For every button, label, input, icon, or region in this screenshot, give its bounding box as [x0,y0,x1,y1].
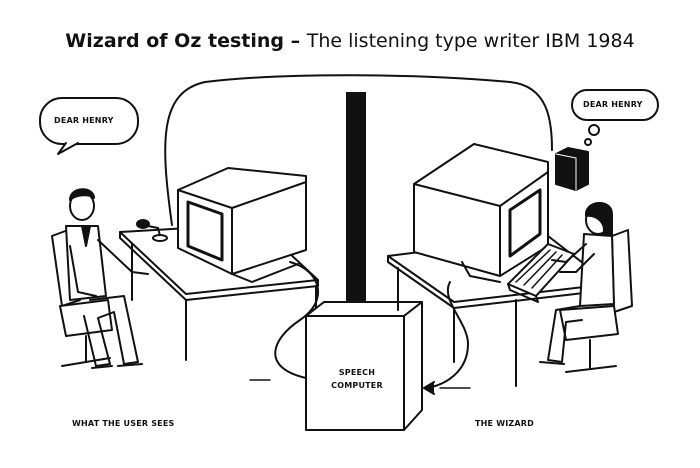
overhead-cable [164,74,553,226]
user-speech-bubble [39,97,139,155]
speaker-box [555,147,589,191]
diagram-title: Wizard of Oz testing – The listening typ… [0,30,700,52]
wizard-thought-text: DEAR HENRY [583,100,643,109]
wizard-chair [559,229,633,373]
wizard-thought-bubble [571,89,659,146]
cable-arrow-head [423,381,435,395]
wizard-side-caption: THE WIZARD [475,419,534,428]
speech-computer-box [305,301,423,431]
microphone [136,219,168,242]
user-side-caption: WHAT THE USER SEES [72,419,175,428]
speech-computer-label-line1: SPEECH [338,368,376,377]
user-monitor [177,167,307,283]
title-dash: – [284,30,307,52]
wizard-figure [539,202,615,365]
floor-line [249,379,471,389]
user-cable [274,261,320,379]
wizard-cable [425,281,469,389]
title-bold: Wizard of Oz testing [65,30,284,52]
user-speech-text: DEAR HENRY [54,116,114,125]
title-rest: The listening type writer IBM 1984 [306,30,635,52]
divider-wall [346,92,366,314]
user-figure [65,188,149,369]
speech-computer-label-line2: COMPUTER [331,381,383,390]
